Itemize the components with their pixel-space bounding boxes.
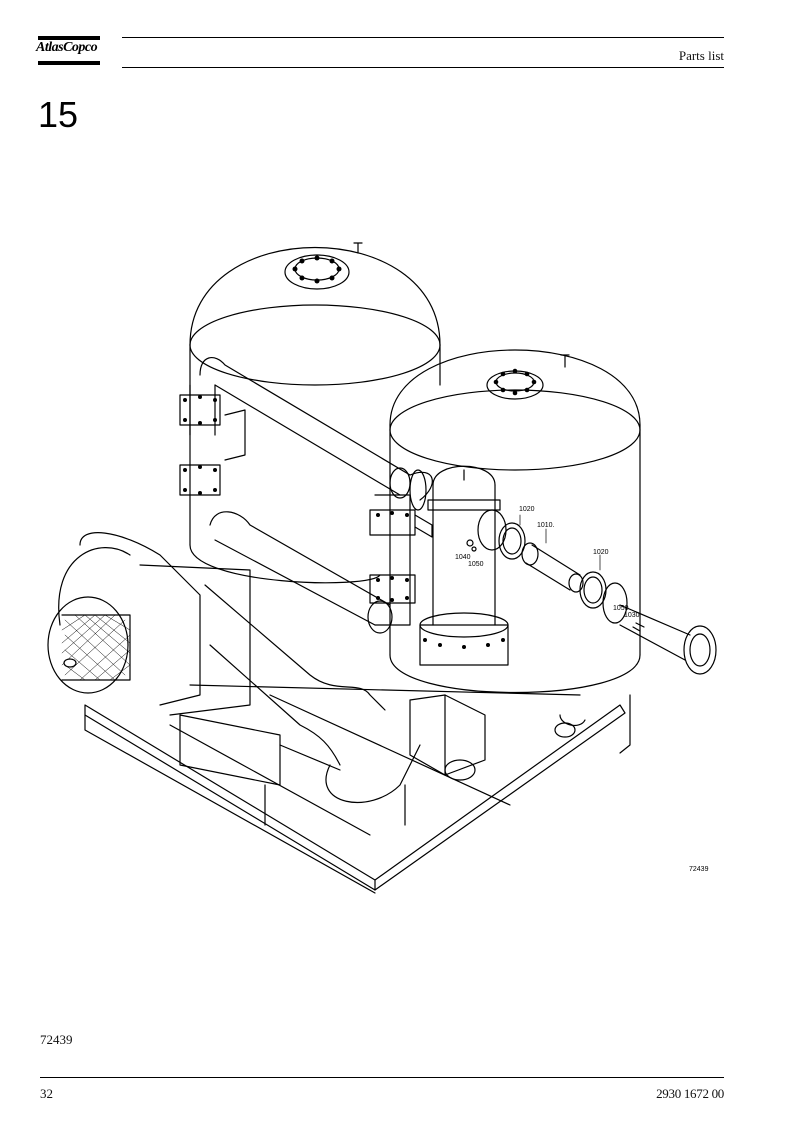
callout-1050-left: 1050 [468,561,484,568]
logo-bottom-bar [38,61,100,65]
exploded-parts-drawing: 1020 1010. 1020 1040 1050 1050 1030 7243… [47,242,717,894]
header-rule-top [122,37,724,38]
document-number: 2930 1672 00 [656,1086,724,1101]
outlet-exploded-parts [477,509,717,675]
callout-1010: 1010. [537,522,555,529]
logo-wordmark: AtlasCopco [36,40,98,55]
footer-rule [40,1077,724,1078]
right-tank [389,349,641,693]
small-fittings [466,539,645,632]
drawing-figure-id: 72439 [689,866,709,873]
lower-pipe [209,511,393,634]
callout-1050-right: 1050 [613,605,629,612]
middle-flanges [369,469,427,626]
callout-1020-lower: 1020 [593,549,609,556]
callout-1040: 1040 [455,554,471,561]
filter-column [414,465,509,666]
section-number: 15 [38,94,79,135]
lower-duct [179,584,586,826]
callouts: 1020 1010. 1020 1040 1050 1050 1030 7243… [455,506,709,873]
left-flanges [179,394,246,496]
callout-1020-upper: 1020 [519,506,535,513]
figure-reference: 72439 [40,1032,73,1047]
header-rule-bottom [122,67,724,68]
page-header-title: Parts list [678,48,724,63]
page-number: 32 [40,1086,53,1101]
upper-pipe [189,357,433,501]
logo-top-bar [38,36,100,40]
blower-fan [47,532,251,716]
base-frame [84,684,631,894]
left-tank [189,242,441,584]
callout-1030: 1030 [624,612,640,619]
